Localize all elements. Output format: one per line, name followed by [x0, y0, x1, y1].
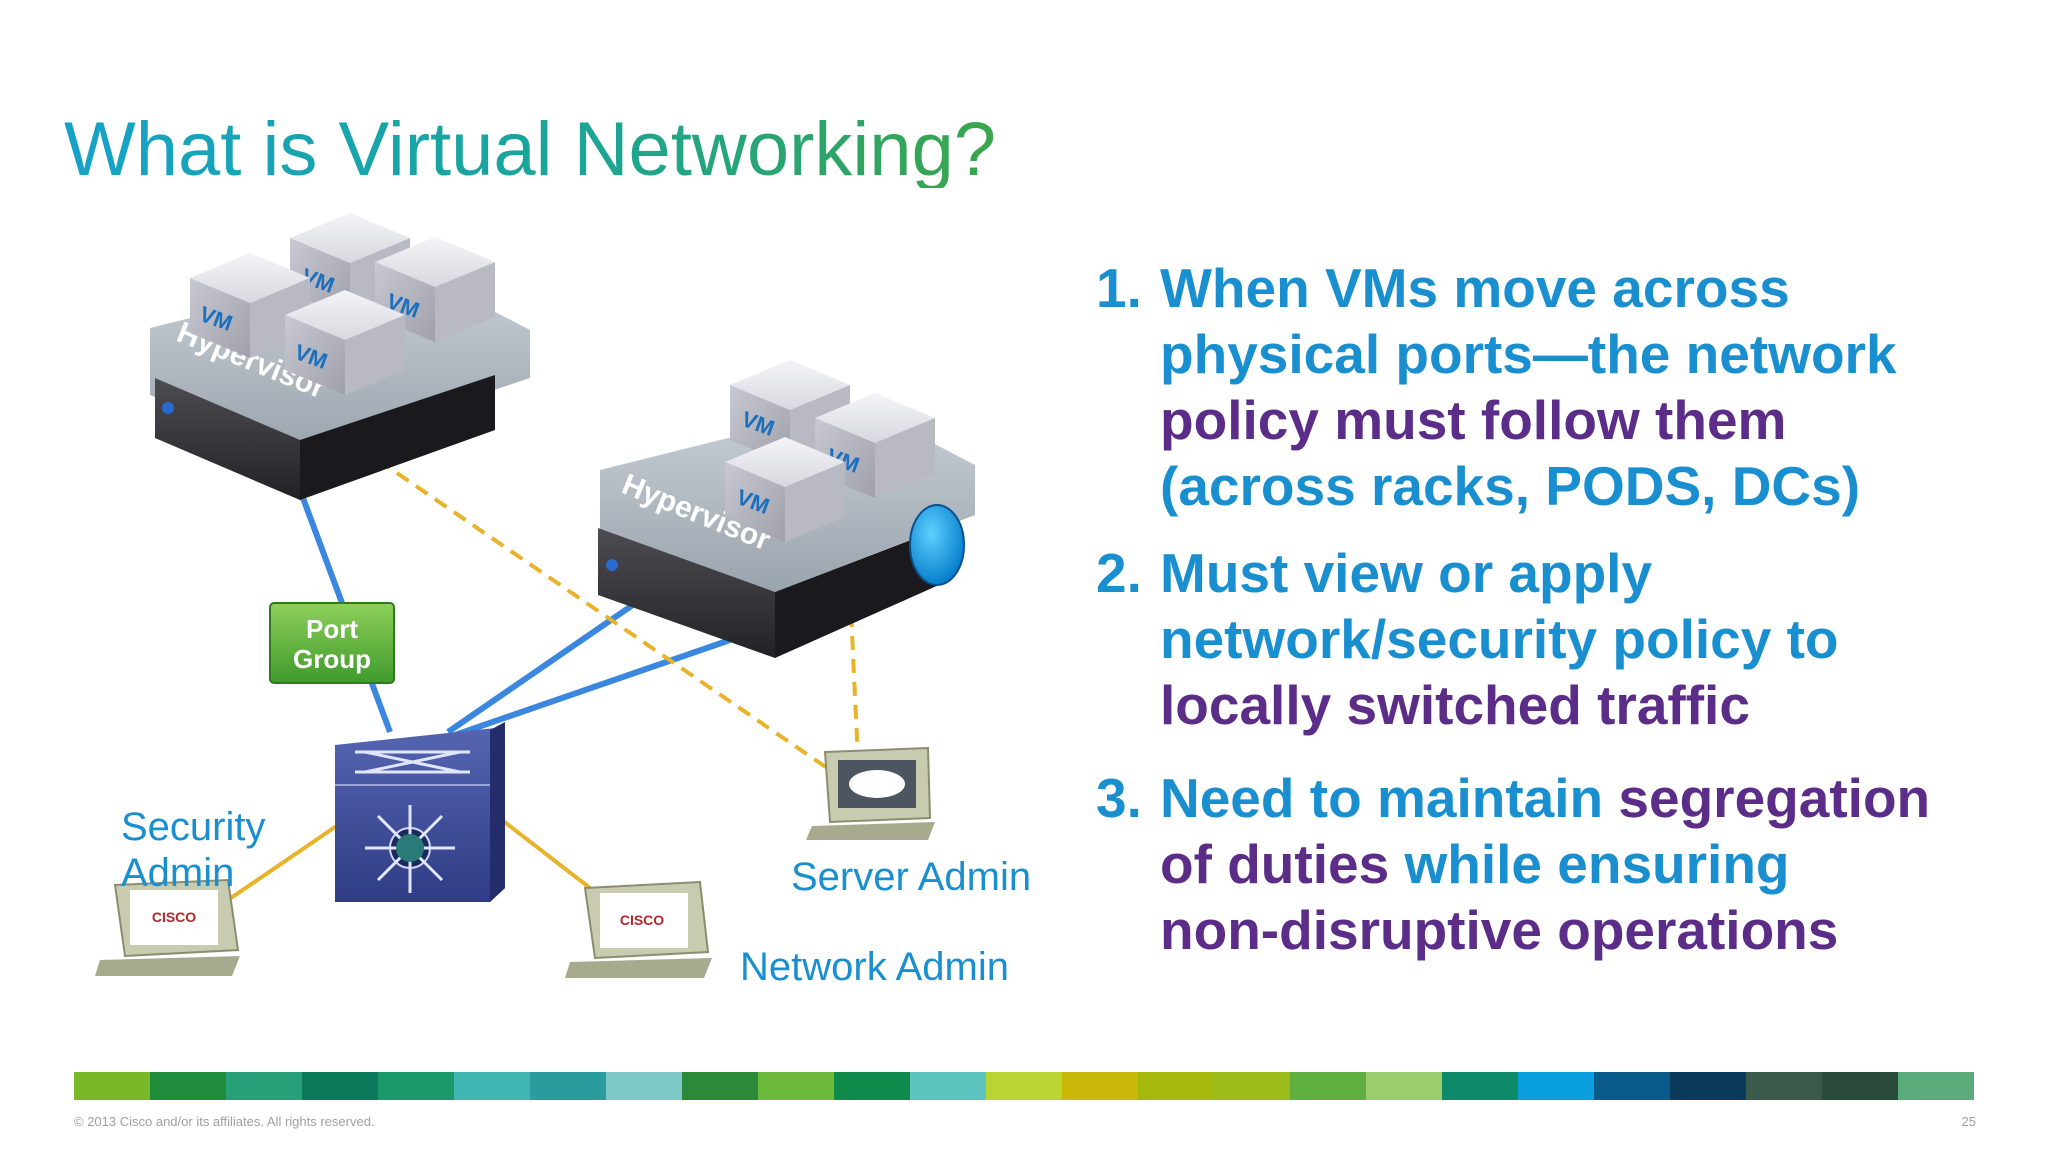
footer-bar-segment [1746, 1072, 1822, 1100]
point-text-segment: When VMs move across [1160, 257, 1790, 319]
point-text-segment: while ensuring [1404, 833, 1790, 895]
footer-bar-segment [74, 1072, 150, 1100]
point-line: physical ports—the network [1096, 321, 1897, 387]
network-links [226, 458, 860, 902]
slide-number: 25 [1961, 1114, 1976, 1129]
vm-cube-1d: VM [285, 290, 405, 395]
cloud-icon [849, 770, 905, 798]
network-admin-computer: CISCO [565, 880, 712, 978]
link-hypervisor2-switch-a [446, 597, 642, 735]
vm-cube-2c: VM [725, 437, 845, 542]
footer-bar-segment [1670, 1072, 1746, 1100]
port-group-box: Port Group [269, 602, 395, 684]
point-text-segment: segregation [1618, 767, 1931, 829]
point-line: of duties while ensuring [1096, 831, 1930, 897]
footer-bar-segment [1138, 1072, 1214, 1100]
link-network-admin [500, 818, 592, 890]
link-hypervisor2-switch-b [454, 637, 731, 738]
footer-bar-segment [1594, 1072, 1670, 1100]
point-number: 1. [1096, 257, 1142, 319]
security-admin-computer: CISCO [95, 878, 240, 976]
footer-bar-segment [226, 1072, 302, 1100]
footer-bar-segment [1366, 1072, 1442, 1100]
point-line: Must view or apply [1096, 540, 1839, 606]
footer-bar-segment [454, 1072, 530, 1100]
security-admin-line2: Admin [121, 851, 235, 895]
footer-bar-segment [530, 1072, 606, 1100]
vm-cube-1b: VM [375, 237, 495, 342]
point-number: 2. [1096, 542, 1142, 604]
point-text-segment: physical ports—the network [1160, 323, 1897, 385]
footer-bar-segment [682, 1072, 758, 1100]
footer-bar-segment [1442, 1072, 1518, 1100]
page-title: What is Virtual Networking? [64, 107, 997, 192]
point-line: locally switched traffic [1096, 672, 1839, 738]
point-line: When VMs move across [1096, 255, 1897, 321]
network-admin-label: Network Admin [740, 945, 1009, 989]
footer-bar-segment [1290, 1072, 1366, 1100]
footer-bar-segment [1822, 1072, 1898, 1100]
point-text-segment: policy must follow them [1160, 389, 1787, 451]
hypervisor-host-1: Hypervisor VM VM VM VM [150, 213, 530, 500]
footer-bar-segment [910, 1072, 986, 1100]
point-line: network/security policy to [1096, 606, 1839, 672]
point-line: (across racks, PODS, DCs) [1096, 453, 1897, 519]
link-security-admin [226, 823, 340, 902]
point-text-segment: Must view or apply [1160, 542, 1653, 604]
point-text-segment: of duties [1160, 833, 1405, 895]
point-text-segment: network/security policy to [1160, 608, 1839, 670]
cisco-logo-text: CISCO [152, 909, 196, 925]
footer-bar-segment [378, 1072, 454, 1100]
hypervisor-host-2: Hypervisor VM VM VM [598, 360, 975, 658]
point-line: policy must follow them [1096, 387, 1897, 453]
server-admin-computer [806, 746, 935, 840]
footer-bar-segment [758, 1072, 834, 1100]
footer-bar-segment [606, 1072, 682, 1100]
footer-color-bar [74, 1072, 1974, 1100]
cisco-logo-text: CISCO [620, 912, 664, 928]
copyright-text: © 2013 Cisco and/or its affiliates. All … [74, 1114, 375, 1129]
point-text-segment: Need to maintain [1160, 767, 1619, 829]
footer-bar-segment [1898, 1072, 1974, 1100]
point-text-segment: (across racks, PODS, DCs) [1160, 455, 1861, 517]
point-number: 3. [1096, 767, 1142, 829]
port-group-label-line1: Port [306, 614, 358, 644]
footer-bar-segment [150, 1072, 226, 1100]
security-admin-label: Security Admin [121, 804, 266, 896]
footer-bar-segment [986, 1072, 1062, 1100]
server-admin-label: Server Admin [791, 855, 1032, 899]
point-line: non-disruptive operations [1096, 897, 1930, 963]
point-text-segment: locally switched traffic [1160, 674, 1750, 736]
point-line: Need to maintain segregation [1096, 765, 1930, 831]
footer-bar-segment [1518, 1072, 1594, 1100]
footer-bar-segment [834, 1072, 910, 1100]
point-text-segment: non-disruptive operations [1160, 899, 1839, 961]
network-node-oval [909, 504, 965, 586]
port-group-label-line2: Group [293, 644, 371, 674]
footer-bar-segment [1214, 1072, 1290, 1100]
footer-bar-segment [1062, 1072, 1138, 1100]
network-switch [335, 722, 505, 902]
footer-bar-segment [302, 1072, 378, 1100]
security-admin-line1: Security [121, 805, 266, 849]
